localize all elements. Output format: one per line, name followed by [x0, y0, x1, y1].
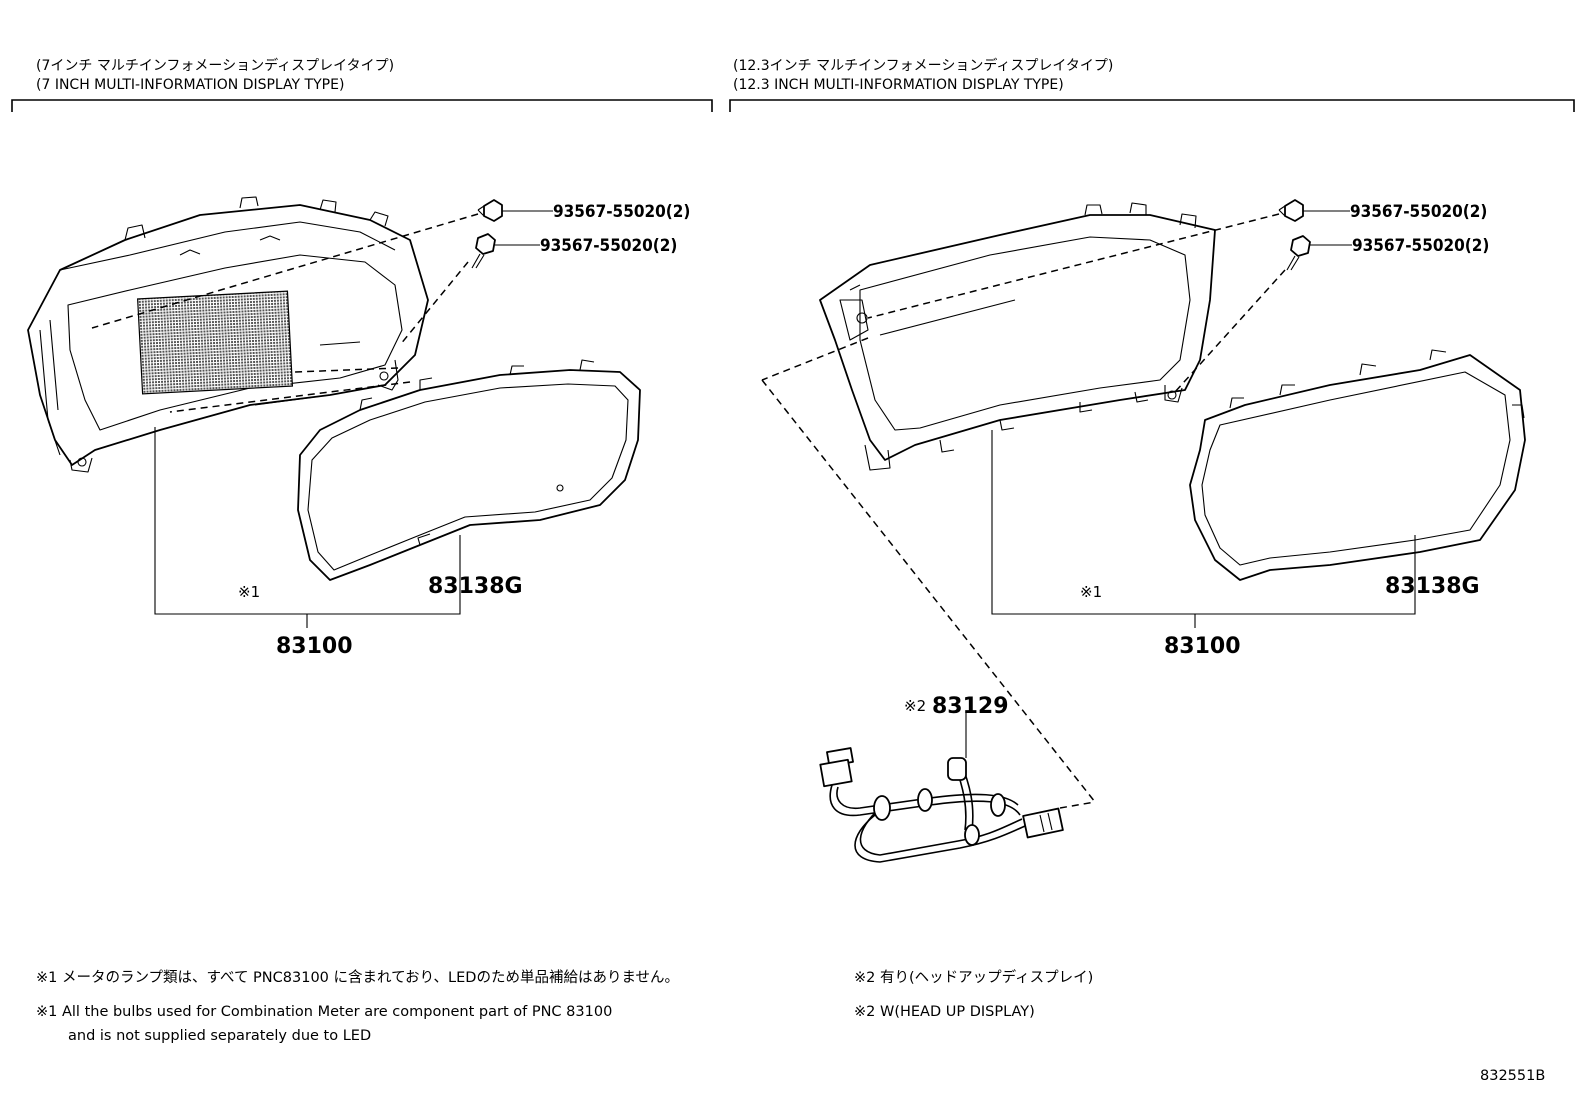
left-meter-part-number: 83100	[276, 634, 353, 659]
section-right-title-en: (12.3 INCH MULTI-INFORMATION DISPLAY TYP…	[733, 77, 1064, 93]
right-dashed-assembly-lines	[761, 213, 1286, 809]
left-note-mark: ※1	[238, 583, 260, 601]
note2-en: ※2 W(HEAD UP DISPLAY)	[854, 1004, 1035, 1020]
section-right-header: (12.3インチ マルチインフォメーションディスプレイタイプ) (12.3 IN…	[729, 57, 1575, 112]
section-left-bracket	[11, 99, 713, 112]
harness-callout: ※2 83129	[904, 694, 1009, 758]
left-screw-upper-label: 93567-55020(2)	[553, 202, 690, 222]
left-dashed-assembly-lines	[91, 213, 479, 413]
note1-jp: ※1 メータのランプ類は、すべて PNC83100 に含まれており、LEDのため…	[36, 969, 679, 986]
right-screw-upper-label: 93567-55020(2)	[1350, 202, 1487, 222]
left-screw-upper-drawing	[477, 199, 503, 222]
footnotes: ※1 メータのランプ類は、すべて PNC83100 に含まれており、LEDのため…	[36, 968, 1093, 1044]
section-left-title-jp: (7インチ マルチインフォメーションディスプレイタイプ)	[36, 57, 394, 74]
section-left-header: (7インチ マルチインフォメーションディスプレイタイプ) (7 INCH MUL…	[11, 57, 713, 112]
note1-en-line2: and is not supplied separately due to LE…	[68, 1028, 371, 1044]
right-meter-housing-drawing	[819, 202, 1216, 471]
right-meter-part-number: 83100	[1164, 634, 1241, 659]
right-screw-callouts: 93567-55020(2) 93567-55020(2)	[1303, 202, 1489, 256]
left-glass-part-number: 83138G	[428, 574, 523, 599]
section-left-title-en: (7 INCH MULTI-INFORMATION DISPLAY TYPE)	[36, 77, 344, 93]
left-meter-housing-drawing	[27, 196, 429, 473]
note1-en-line1: ※1 All the bulbs used for Combination Me…	[36, 1004, 612, 1020]
right-meter-glass-drawing	[1189, 349, 1526, 581]
right-note-mark: ※1	[1080, 583, 1102, 601]
harness-drawing	[819, 747, 1064, 863]
section-right-bracket	[729, 99, 1575, 112]
harness-note-mark: ※2	[904, 697, 926, 715]
right-screw-upper-drawing	[1278, 199, 1304, 222]
harness-part-number: 83129	[932, 694, 1009, 719]
right-screw-lower-drawing	[1286, 235, 1311, 271]
right-glass-part-number: 83138G	[1385, 574, 1480, 599]
right-screw-lower-label: 93567-55020(2)	[1352, 236, 1489, 256]
illustration-id: 832551B	[1480, 1068, 1545, 1084]
left-screw-lower-label: 93567-55020(2)	[540, 236, 677, 256]
section-right-title-jp: (12.3インチ マルチインフォメーションディスプレイタイプ)	[733, 57, 1113, 74]
left-meter-glass-drawing	[297, 359, 641, 581]
left-screw-lower-drawing	[471, 233, 496, 269]
note2-jp: ※2 有り(ヘッドアップディスプレイ)	[854, 968, 1093, 986]
left-part-tree: ※1 83138G 83100	[154, 427, 523, 659]
right-part-tree: ※1 83138G 83100	[991, 430, 1480, 659]
left-screw-callouts: 93567-55020(2) 93567-55020(2)	[495, 202, 690, 256]
